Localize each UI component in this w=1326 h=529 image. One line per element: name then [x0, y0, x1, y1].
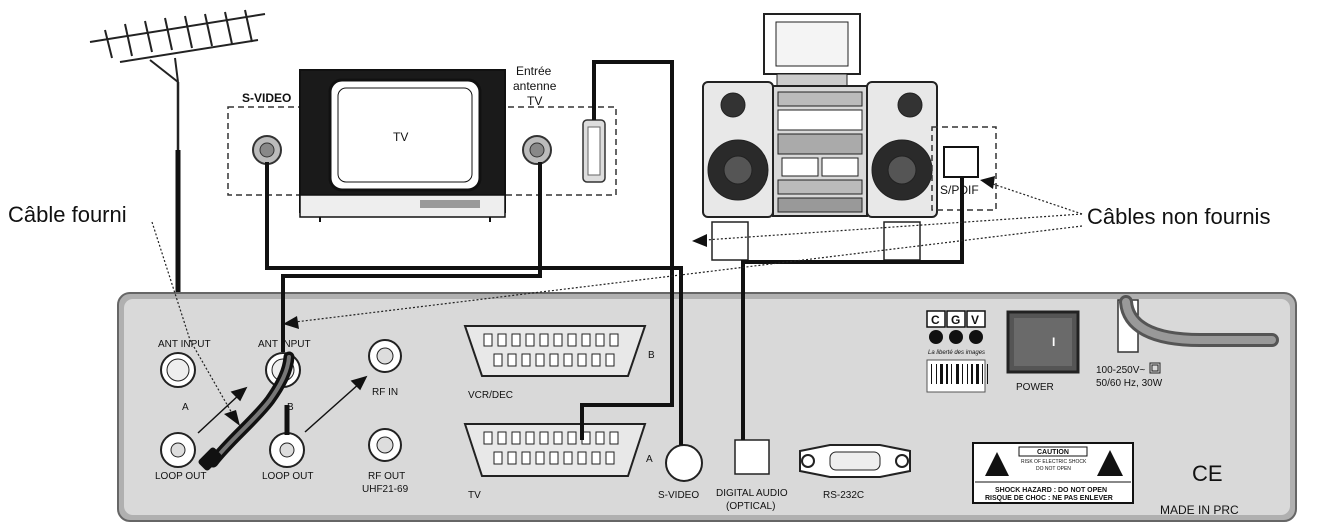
- digital-audio-label-2: (OPTICAL): [726, 501, 775, 512]
- port-a-label: A: [182, 402, 189, 413]
- svg-text:SHOCK HAZARD : DO NOT OPEN: SHOCK HAZARD : DO NOT OPEN: [995, 487, 1107, 494]
- rf-in-label: RF IN: [372, 387, 398, 398]
- hifi-stereo-system: [702, 13, 938, 261]
- tv-screen-label: TV: [393, 130, 408, 144]
- scart-plug-tv: [582, 119, 606, 183]
- digital-audio-port: [734, 439, 770, 475]
- svg-text:V: V: [971, 313, 979, 327]
- barcode-label: [926, 359, 988, 393]
- svg-text:DO NOT OPEN: DO NOT OPEN: [1036, 466, 1071, 472]
- cable-supplied-annotation: Câble fourni: [8, 202, 127, 227]
- svg-text:La liberté des images: La liberté des images: [928, 350, 985, 356]
- caution-label: CAUTION RISK OF ELECTRIC SHOCK DO NOT OP…: [972, 442, 1134, 504]
- cables-not-supplied-annotation: Câbles non fournis: [1087, 204, 1270, 229]
- ce-mark: CE: [1192, 461, 1223, 486]
- rs232-label: RS-232C: [823, 490, 864, 501]
- cable-supplied-leader: [151, 221, 238, 423]
- svg-text:G: G: [951, 313, 960, 327]
- power-switch-mark: I: [1052, 335, 1055, 349]
- power-spec-2: 50/60 Hz, 30W: [1096, 378, 1163, 389]
- rs232-port: [799, 444, 911, 478]
- scart-vcr-port: [463, 325, 647, 377]
- cables-not-supplied-leaders: [294, 182, 1083, 323]
- loop-out-a-label: LOOP OUT: [155, 471, 207, 482]
- loop-arrows: [197, 375, 368, 434]
- scart-vcr-label: VCR/DEC: [468, 390, 513, 401]
- receiver-svideo-label: S-VIDEO: [658, 490, 699, 501]
- made-in-label: MADE IN PRC: [1160, 503, 1239, 517]
- tv-svideo-label: S-VIDEO: [242, 91, 291, 105]
- svg-text:RISQUE DE CHOC : NE PAS ENLEVE: RISQUE DE CHOC : NE PAS ENLEVER: [985, 495, 1113, 502]
- receiver-svideo-port: [665, 444, 703, 482]
- svg-text:CAUTION: CAUTION: [1037, 449, 1069, 456]
- supplied-cable-plug: [198, 447, 222, 471]
- television: [299, 69, 506, 222]
- digital-audio-label-1: DIGITAL AUDIO: [716, 488, 788, 499]
- spdif-label: S/PDIF: [940, 183, 979, 197]
- cgv-logo: C G V La liberté des images: [926, 310, 986, 356]
- tv-antenna-label-1: Entrée: [516, 64, 552, 78]
- svg-text:RISK OF ELECTRIC SHOCK: RISK OF ELECTRIC SHOCK: [1021, 459, 1087, 465]
- tv-antenna-label-2: antenne: [513, 79, 557, 93]
- scart-tv-label: TV: [468, 490, 481, 501]
- spdif-connection-box: [931, 126, 997, 211]
- rooftop-antenna: [89, 9, 266, 150]
- power-label: POWER: [1016, 382, 1054, 393]
- ant-input-a-label: ANT INPUT: [158, 339, 211, 350]
- rf-out-label-1: RF OUT: [368, 471, 405, 482]
- power-spec-1: 100-250V~: [1096, 365, 1145, 376]
- loop-out-b-label: LOOP OUT: [262, 471, 314, 482]
- port-b-label: B: [287, 402, 294, 413]
- rf-out-label-2: UHF21-69: [362, 484, 409, 495]
- scart-a-letter: A: [646, 454, 653, 465]
- scart-b-letter: B: [648, 350, 655, 361]
- scart-tv-port: [463, 423, 647, 477]
- spdif-port: [943, 146, 979, 178]
- svg-text:C: C: [931, 313, 940, 327]
- signal-cables: [265, 60, 964, 445]
- tv-antenna-label-3: TV: [527, 94, 542, 108]
